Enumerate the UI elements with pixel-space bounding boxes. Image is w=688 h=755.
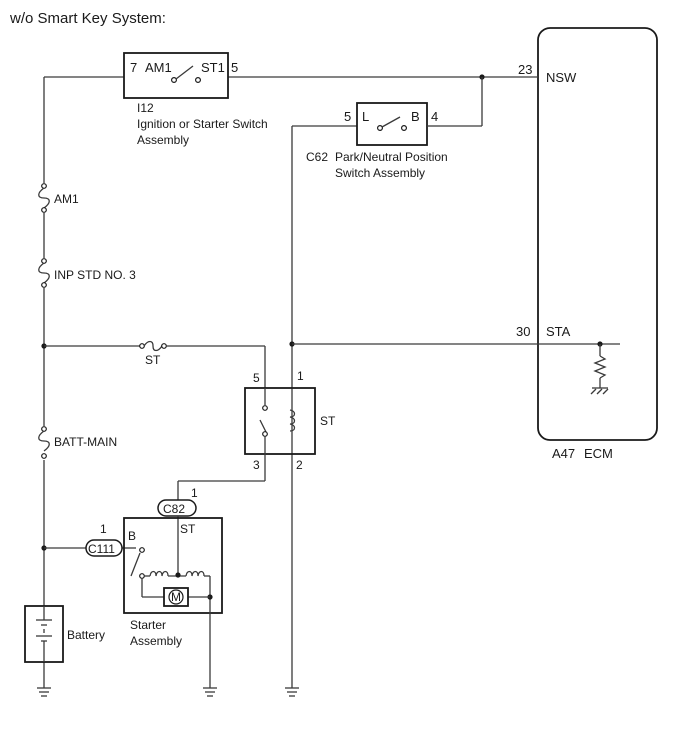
battery-cells [36,606,52,662]
ecm-code: A47 [552,446,575,461]
fuse-st [139,340,167,352]
pnp-code: C62 [306,150,328,164]
st-relay-pin-1: 1 [297,369,304,383]
pnp-name-line2: Switch Assembly [335,166,425,180]
starter-magnetic-switch [130,547,164,598]
st-relay-pin-3: 3 [253,458,260,472]
ignition-pin-in: 7 [130,60,137,75]
starter-motor [163,587,189,607]
connector-c82 [157,499,197,517]
connector-c111-pin: 1 [100,522,107,536]
ignition-code: I12 [137,101,154,115]
ignition-name-line1: Ignition or Starter Switch [137,117,268,131]
starter-coils [144,570,213,688]
pnp-name-line1: Park/Neutral Position [335,150,448,164]
ecm-name: ECM [584,446,613,461]
ecm-sta-ground-resistor [538,341,620,395]
st-relay-contact [259,388,268,454]
pnp-pin-b: 4 [431,109,438,124]
battery-label: Battery [67,628,105,642]
starter-motor-symbol: M [171,590,181,604]
st-relay-pin-2: 2 [296,458,303,472]
st-relay-pin-5: 5 [253,371,260,385]
starter-name-line1: Starter [130,618,166,632]
st-relay-box [244,387,316,455]
ignition-switch-contact [171,65,202,83]
ignition-switch-box [123,52,229,99]
ecm-sta-pin: 30 [516,324,530,339]
pnp-terminal-l: L [362,109,369,124]
starter-terminal-st: ST [180,522,196,536]
diagram-title: w/o Smart Key System: [9,10,166,27]
fuse-batt-main [38,426,50,459]
fuse-inp-std-no3 [38,258,50,288]
starter-name-line2: Assembly [130,634,182,648]
ecm-nsw-label: NSW [546,70,577,85]
ignition-st1-terminal: ST1 [201,60,225,75]
pnp-switch-box [356,102,428,146]
connector-c111 [85,539,123,557]
fuse-batt-main-label: BATT-MAIN [54,435,117,449]
ignition-name-line2: Assembly [137,133,189,147]
connector-c111-label: C111 [88,542,115,556]
ground-st-relay [285,687,299,697]
pnp-pin-l: 5 [344,109,351,124]
ground-starter [203,687,217,697]
connector-c82-label: C82 [163,502,185,516]
ground-battery [37,687,51,697]
st-relay-coil [289,409,296,432]
connector-c82-pin: 1 [191,486,198,500]
ignition-pin-out: 5 [231,60,238,75]
fuse-inp-std-label: INP STD NO. 3 [54,268,136,282]
st-relay-label: ST [320,414,336,428]
ecm-nsw-pin: 23 [518,62,532,77]
starter-terminal-b: B [128,529,136,543]
pnp-terminal-b: B [411,109,420,124]
fuse-st-label: ST [145,353,161,367]
fuse-am1 [38,183,50,213]
ecm-box [537,27,658,441]
ignition-am1-terminal: AM1 [145,60,172,75]
ecm-sta-label: STA [546,324,571,339]
fuse-am1-label: AM1 [54,192,79,206]
starter-box [123,517,223,614]
pnp-switch-contact [377,116,408,131]
